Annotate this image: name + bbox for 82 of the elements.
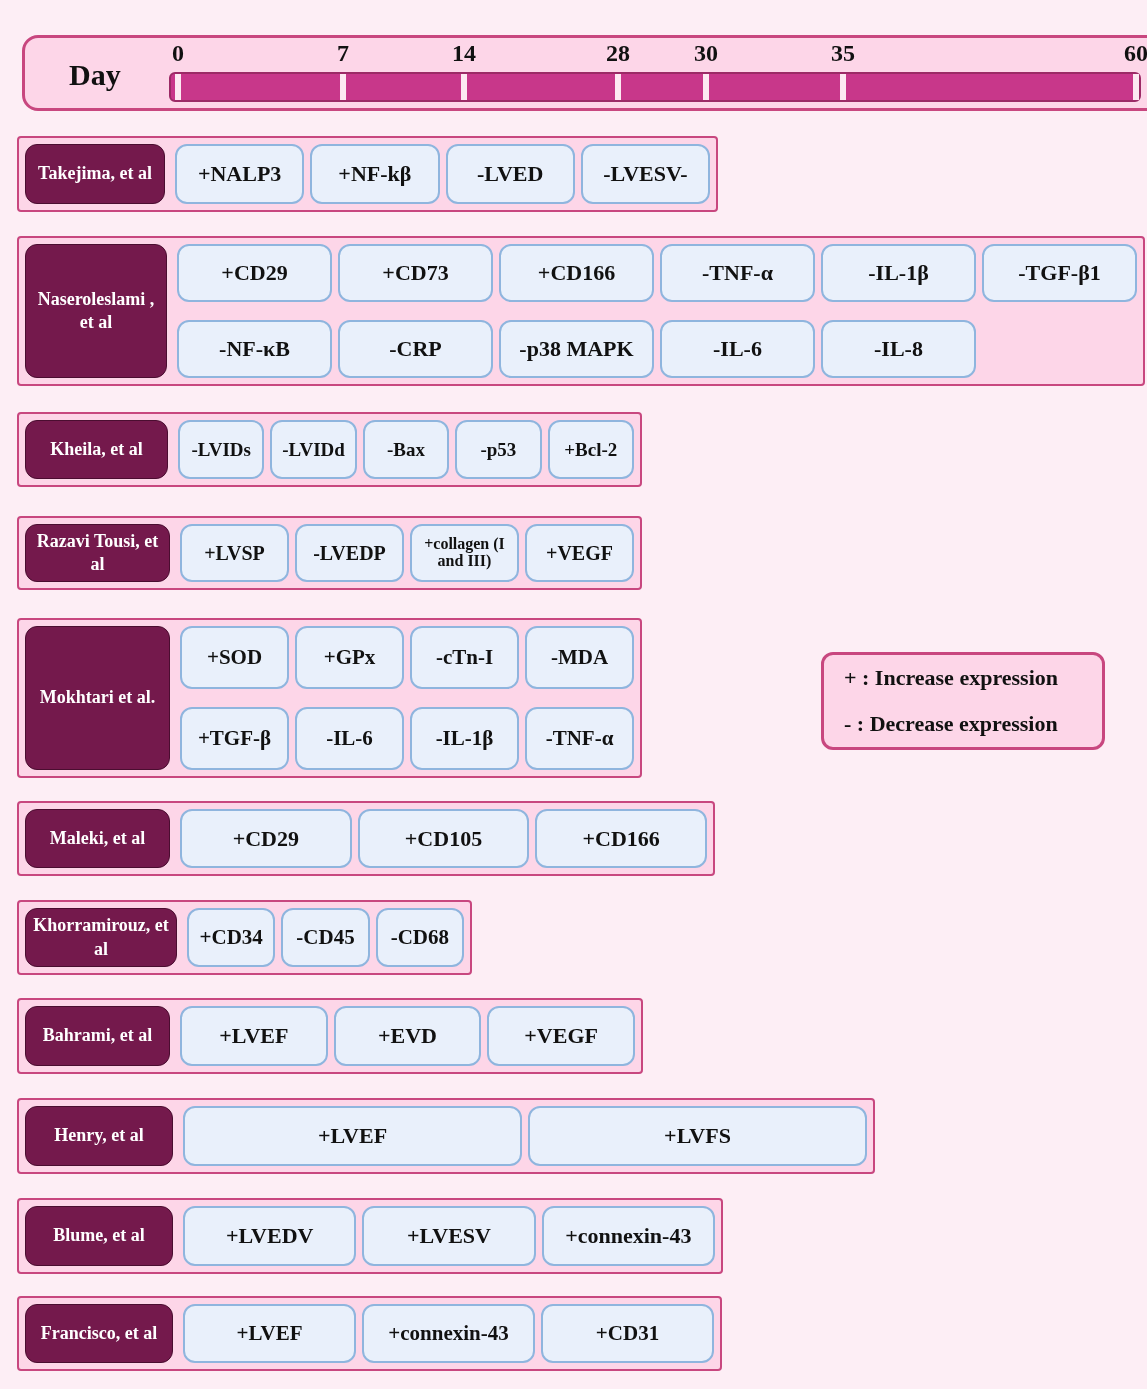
day-label: 60 <box>1124 41 1147 65</box>
marker-box: -IL-8 <box>821 320 976 378</box>
marker-box: -LVED <box>445 144 575 204</box>
marker-box: -LVIDs <box>178 420 265 479</box>
author-box: Francisco, et al <box>25 1304 173 1363</box>
author-box: Mokhtari et al. <box>25 626 170 770</box>
study-row <box>17 900 472 975</box>
marker-box: -MDA <box>525 626 634 689</box>
marker-box: -TGF-β1 <box>982 244 1137 302</box>
marker-box: +CD31 <box>541 1304 714 1363</box>
axis-title: Day <box>69 57 121 93</box>
marker-box: -NF-κB <box>177 320 332 378</box>
marker-box: +CD73 <box>338 244 493 302</box>
marker-box: -CD68 <box>375 908 464 967</box>
marker-box: -LVIDd <box>270 420 357 479</box>
day-label: 28 <box>606 41 630 65</box>
marker-box: +LVSP <box>180 524 289 582</box>
study-row <box>17 998 643 1074</box>
marker-box: -cTn-I <box>410 626 519 689</box>
marker-box: +CD105 <box>357 809 530 868</box>
marker-box: -IL-6 <box>295 707 404 770</box>
marker-box: +TGF-β <box>180 707 289 770</box>
marker-box: -LVESV- <box>580 144 710 204</box>
author-box: Khorramirouz, et al <box>25 908 177 967</box>
marker-box: +LVESV <box>362 1206 536 1266</box>
marker-box: -IL-1β <box>410 707 519 770</box>
marker-box: +NALP3 <box>175 144 305 204</box>
marker-box: +LVEF <box>183 1106 522 1166</box>
marker-box: +CD29 <box>180 809 352 868</box>
marker-box: +CD166 <box>535 809 707 868</box>
marker-box: -CRP <box>338 320 493 378</box>
author-box: Naseroleslami , et al <box>25 244 167 378</box>
marker-box: +VEGF <box>525 524 634 582</box>
marker-box: -TNF-α <box>660 244 815 302</box>
marker-box: +connexin-43 <box>541 1206 715 1266</box>
author-box: Kheila, et al <box>25 420 168 479</box>
legend-entry: + : Increase expression <box>844 667 1059 689</box>
author-box: Henry, et al <box>25 1106 173 1166</box>
legend-entry: - : Decrease expression <box>844 713 1059 735</box>
marker-box: +CD166 <box>499 244 654 302</box>
marker-box: +collagen (I and III) <box>410 524 519 582</box>
study-row <box>17 618 642 778</box>
marker-box: +GPx <box>295 626 404 689</box>
marker-box: +CD29 <box>177 244 332 302</box>
study-row <box>17 136 718 212</box>
study-row <box>17 1098 875 1174</box>
author-box: Blume, et al <box>25 1206 173 1266</box>
study-row <box>17 801 715 876</box>
marker-box: +NF-kβ <box>310 144 440 204</box>
marker-box: +LVEF <box>180 1006 328 1066</box>
marker-box: -CD45 <box>281 908 370 967</box>
day-label: 30 <box>694 41 718 65</box>
marker-box: +connexin-43 <box>362 1304 535 1363</box>
marker-box: +CD34 <box>187 908 276 967</box>
marker-box: +EVD <box>333 1006 482 1066</box>
author-box: Maleki, et al <box>25 809 170 868</box>
marker-box: -LVEDP <box>295 524 404 582</box>
day-label: 14 <box>452 41 476 65</box>
marker-box: +LVEF <box>183 1304 356 1363</box>
study-row <box>17 236 1145 386</box>
study-row <box>17 516 642 590</box>
marker-box: -Bax <box>362 420 450 479</box>
study-row <box>17 1296 722 1371</box>
marker-box: -p38 MAPK <box>499 320 654 378</box>
timeline-band <box>22 35 1147 111</box>
day-label: 7 <box>337 41 349 65</box>
marker-box: +VEGF <box>487 1006 635 1066</box>
study-row <box>17 1198 723 1274</box>
marker-box: -IL-6 <box>660 320 815 378</box>
day-label: 0 <box>172 41 184 65</box>
marker-box: -p53 <box>455 420 542 479</box>
marker-box: -IL-1β <box>821 244 976 302</box>
marker-box: +LVEDV <box>183 1206 357 1266</box>
marker-box: +LVFS <box>528 1106 867 1166</box>
author-box: Razavi Tousi, et al <box>25 524 170 582</box>
marker-box: +Bcl-2 <box>547 420 634 479</box>
marker-box: -TNF-α <box>525 707 634 770</box>
day-label: 35 <box>831 41 855 65</box>
marker-box: +SOD <box>180 626 289 689</box>
study-row <box>17 412 642 487</box>
author-box: Takejima, et al <box>25 144 165 204</box>
author-box: Bahrami, et al <box>25 1006 170 1066</box>
